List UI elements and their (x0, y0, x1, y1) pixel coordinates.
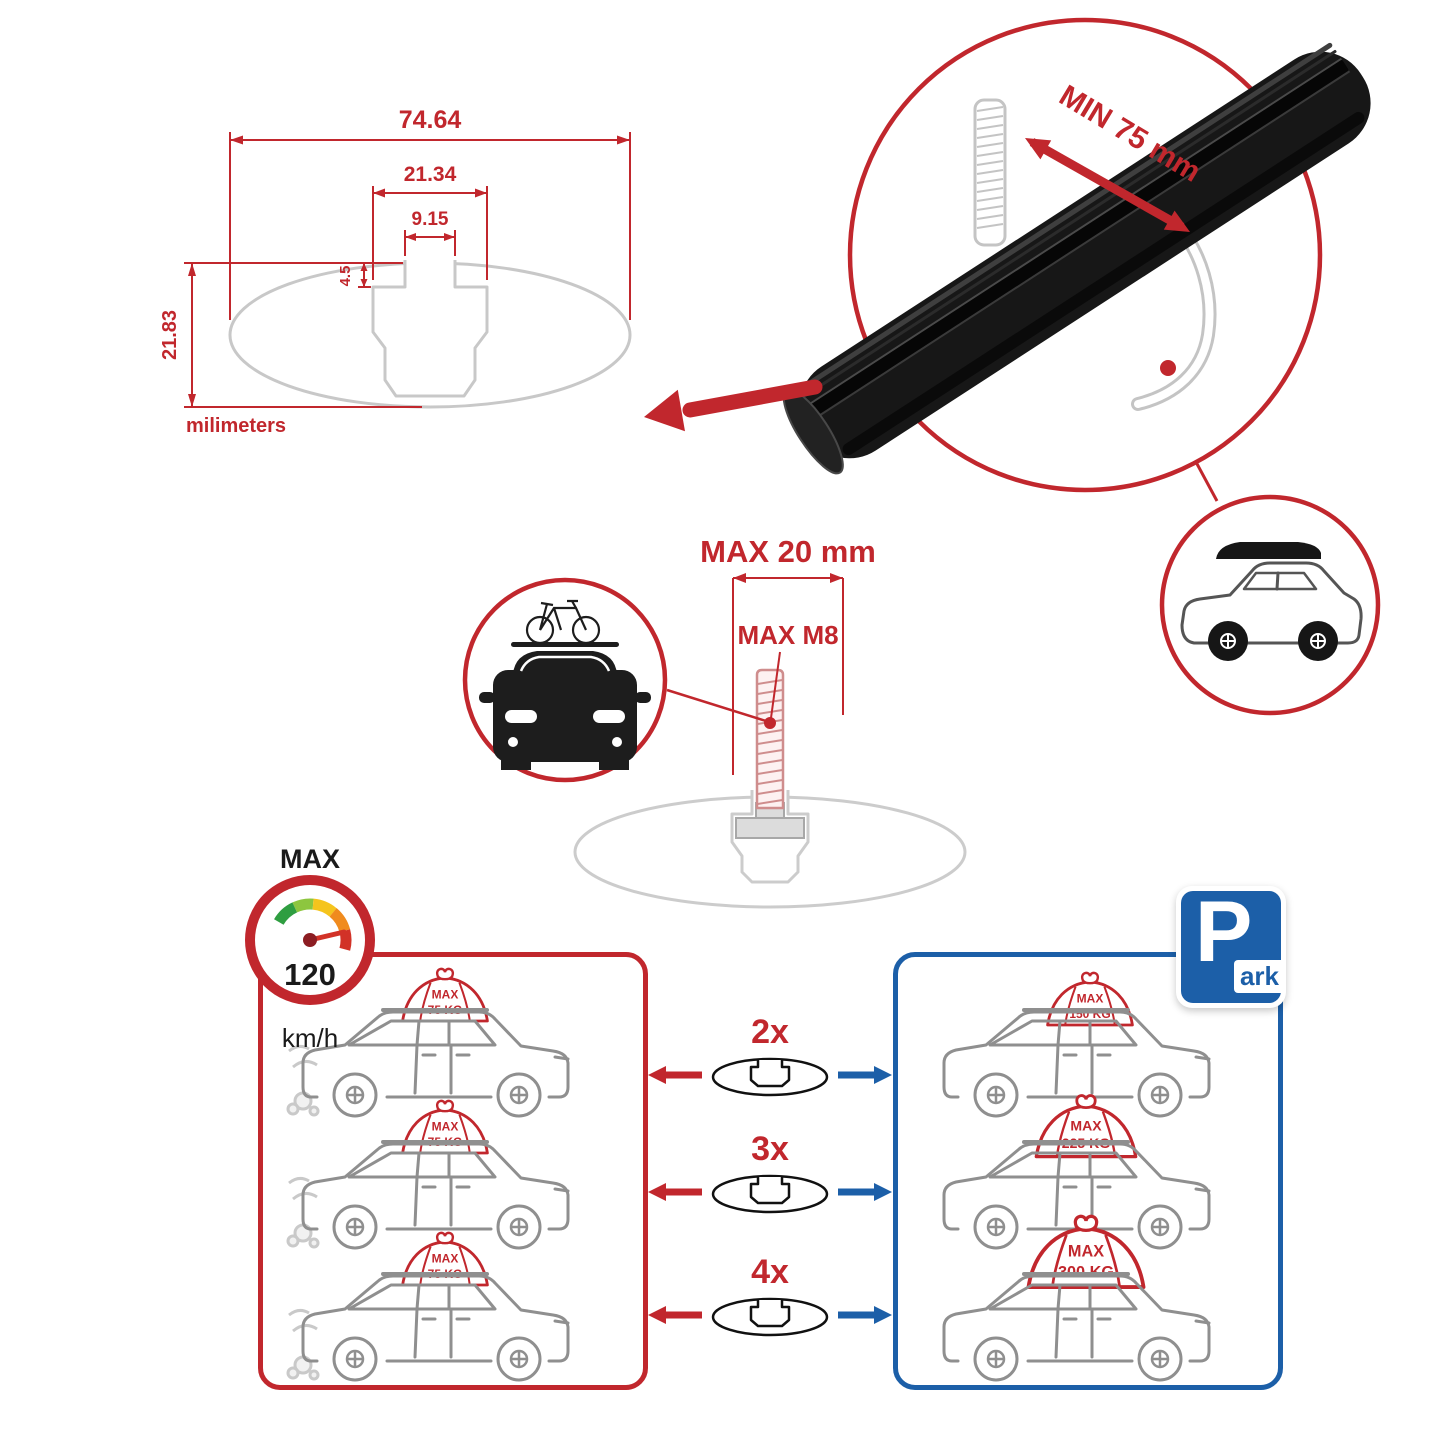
pointer-arrow (644, 379, 823, 432)
parking-load-panel: MAX 150 KG MAX 225 KG MAX 300 KG (893, 952, 1283, 1390)
motion-puffs (286, 1308, 320, 1381)
car-side-icon (286, 1133, 587, 1253)
dim-opening-depth: 4.5 (337, 266, 354, 287)
blue-arrowhead-icon (874, 1066, 892, 1084)
park-suffix-chip: ark (1233, 960, 1285, 993)
cargo-max-label: MAX (432, 1120, 459, 1134)
car-with-cargo-row: MAX 75 KG (275, 965, 619, 1125)
blue-arrowhead-icon (874, 1306, 892, 1324)
bike-leader-line (666, 688, 767, 723)
car-side-icon (928, 1265, 1228, 1385)
clamp-detail-circle: MIN 75 mm (782, 17, 1371, 502)
car-side-icon (286, 1001, 587, 1121)
min-length-arrow (1025, 138, 1190, 232)
unit-label: milimeters (186, 415, 286, 437)
bolt-detail: MAX 20 mm MAX M8 (573, 534, 967, 909)
blue-arrowhead-icon (874, 1183, 892, 1201)
max-thread-label: MAX M8 (737, 620, 838, 650)
motion-puffs (286, 1176, 320, 1249)
gauge-hub (303, 933, 317, 947)
multiplier-count: 3x (751, 1130, 789, 1168)
car-with-cargo-row: MAX 75 KG (275, 1097, 619, 1257)
bike-rack-circle (462, 577, 668, 783)
cargo-max-label: MAX (432, 1252, 459, 1266)
car-front-icon (479, 651, 651, 770)
speed-value: 120 (284, 957, 336, 992)
red-arrowhead-icon (648, 1183, 666, 1201)
speed-max-label: MAX (280, 844, 340, 874)
circle-connector-line (1194, 461, 1219, 502)
park-sign: P ark (1176, 885, 1286, 1008)
multiplier-count: 4x (751, 1253, 789, 1291)
park-suffix: ark (1239, 961, 1279, 991)
dim-height: 21.83 (159, 310, 181, 360)
cargo-max-label: MAX (432, 988, 459, 1002)
car-with-cargo-row: MAX 225 KG (916, 1097, 1260, 1257)
cargo-max-label: MAX (1070, 1117, 1102, 1133)
thread-leader-line (770, 651, 781, 719)
speedometer-icon (274, 898, 352, 951)
bolt-icon (755, 668, 785, 810)
u-bolt-icon (973, 98, 1217, 411)
thread-point-dot (764, 717, 776, 729)
speed-unit: km/h (282, 1023, 338, 1053)
crossbar-multiplier-column: 2x 3x 4x (648, 1013, 892, 1337)
crossbar-icon (711, 1174, 829, 1214)
clamp-point-dot (1160, 360, 1176, 376)
max-length-label: MAX 20 mm (700, 534, 876, 569)
suv-roofbox-circle (1159, 494, 1381, 716)
dim-opening-width: 9.15 (412, 209, 449, 230)
suv-roofbox-icon (1180, 542, 1363, 661)
car-with-cargo-row: MAX 150 KG (916, 965, 1260, 1125)
speed-limit-gauge: MAX 120 km/h (245, 844, 375, 1053)
dim-total-width: 74.64 (399, 106, 462, 134)
t-slot-channel-outline (371, 260, 489, 398)
crossbar-3d-icon (782, 42, 1371, 475)
red-arrowhead-icon (648, 1306, 666, 1324)
crossbar-cross-section-diagram: 74.64 21.34 9.15 4.5 21.83 milimeters (159, 106, 632, 437)
cargo-max-label: MAX (1068, 1243, 1104, 1261)
roof-bar-icon (511, 642, 619, 647)
park-sign-board: P ark (1181, 885, 1285, 1003)
cargo-max-label: MAX (1077, 992, 1104, 1006)
crossbar-icon (711, 1057, 829, 1097)
car-side-icon (286, 1265, 587, 1385)
multiplier-count: 2x (751, 1013, 789, 1051)
dim-channel-width: 21.34 (404, 163, 457, 186)
red-arrowhead-icon (648, 1066, 666, 1084)
car-with-cargo-row: MAX 75 KG (275, 1229, 619, 1389)
driving-load-panel: MAX 75 KG MAX 75 KG (258, 952, 648, 1390)
crossbar-icon (711, 1297, 829, 1337)
car-with-cargo-row: MAX 300 KG (916, 1229, 1260, 1389)
